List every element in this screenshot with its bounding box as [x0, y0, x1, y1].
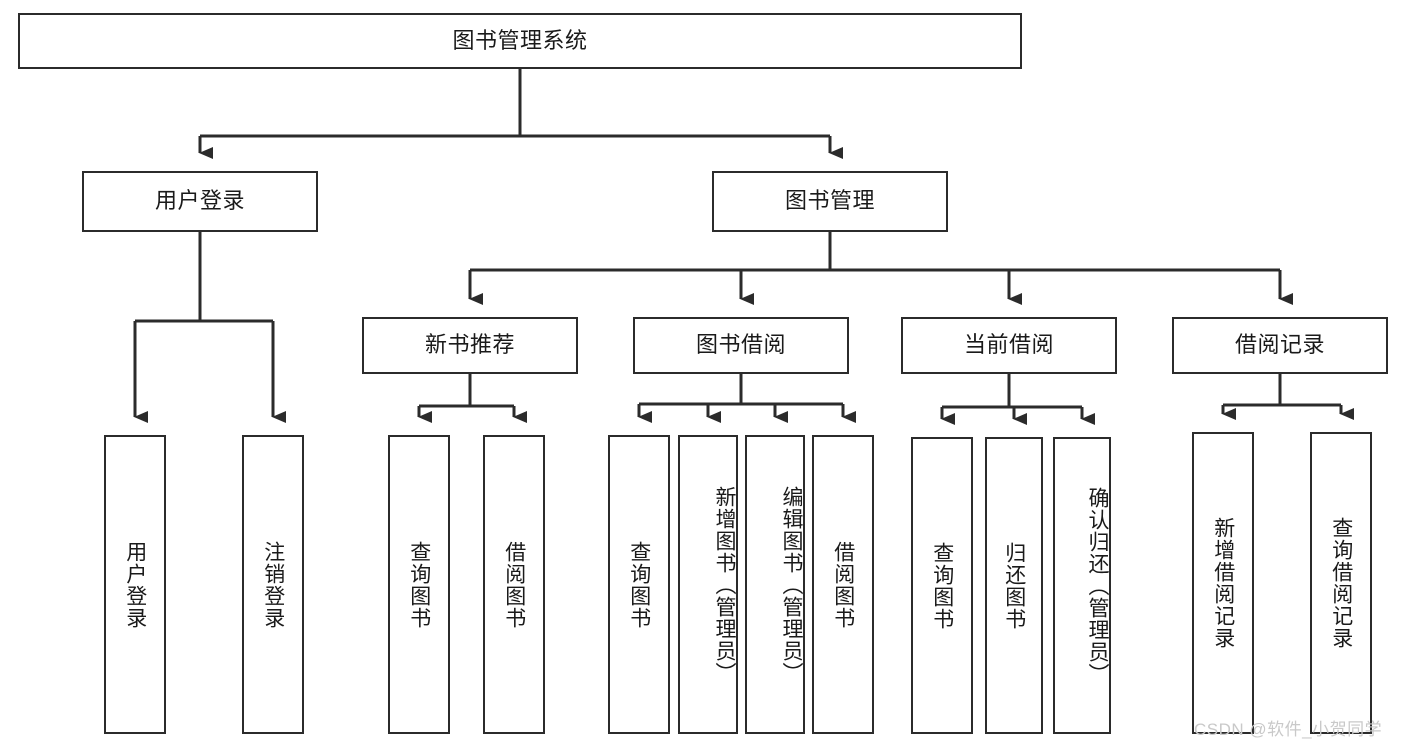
- csdn-watermark: CSDN @软件_小贺同学: [1194, 720, 1383, 739]
- leaf-edit-book-admin[interactable]: 编辑图书（管理员）: [745, 435, 805, 734]
- leaf-add-book-admin[interactable]: 新增图书（管理员）: [678, 435, 738, 734]
- node-borrow-records[interactable]: 借阅记录: [1172, 317, 1388, 374]
- node-book-management[interactable]: 图书管理: [712, 171, 948, 232]
- leaf-add-borrow-record[interactable]: 新增借阅记录: [1192, 432, 1254, 734]
- leaf-query-books-borrow[interactable]: 查询图书: [608, 435, 670, 734]
- leaf-confirm-return-admin[interactable]: 确认归还（管理员）: [1053, 437, 1111, 734]
- leaf-return-books[interactable]: 归还图书: [985, 437, 1043, 734]
- leaf-borrow-books-newbook[interactable]: 借阅图书: [483, 435, 545, 734]
- leaf-query-books-newbook[interactable]: 查询图书: [388, 435, 450, 734]
- node-root-title[interactable]: 图书管理系统: [18, 13, 1022, 69]
- node-book-borrowing[interactable]: 图书借阅: [633, 317, 849, 374]
- leaf-user-login[interactable]: 用户登录: [104, 435, 166, 734]
- leaf-query-books-current[interactable]: 查询图书: [911, 437, 973, 734]
- node-new-book-recommendation[interactable]: 新书推荐: [362, 317, 578, 374]
- node-user-login[interactable]: 用户登录: [82, 171, 318, 232]
- leaf-query-borrow-record[interactable]: 查询借阅记录: [1310, 432, 1372, 734]
- node-current-borrowing[interactable]: 当前借阅: [901, 317, 1117, 374]
- leaf-logout[interactable]: 注销登录: [242, 435, 304, 734]
- leaf-borrow-books[interactable]: 借阅图书: [812, 435, 874, 734]
